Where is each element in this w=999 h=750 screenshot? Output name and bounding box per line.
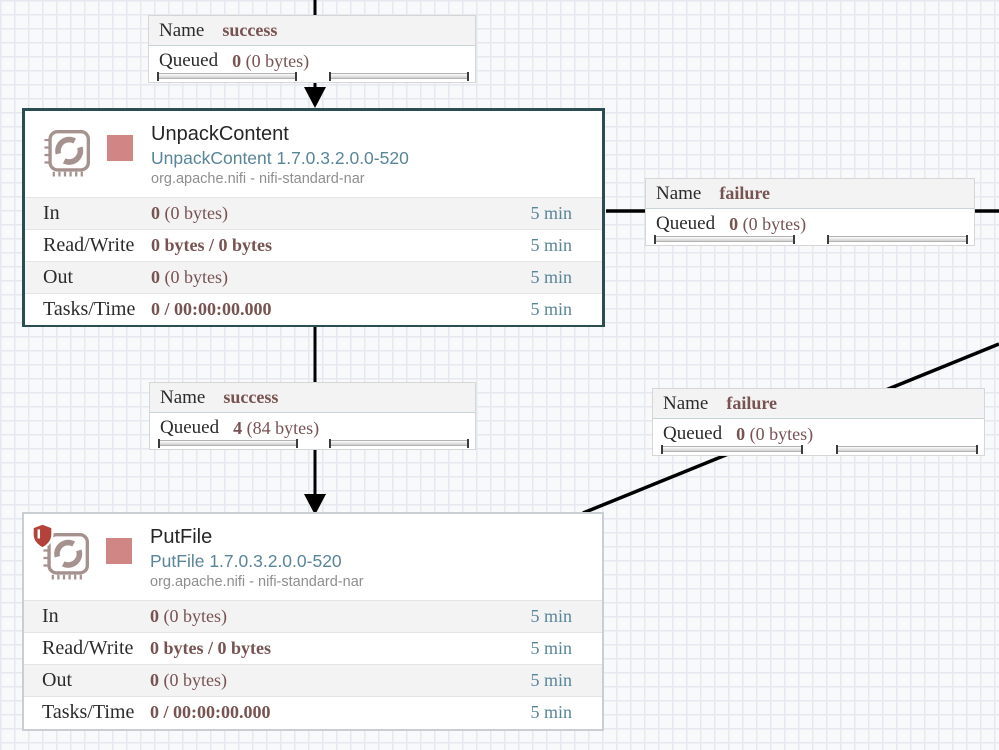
stat-value: 0 / 00:00:00.000 [151, 299, 272, 319]
connection-queued-value: 4 (84 bytes) [233, 417, 320, 438]
backpressure-data-bar [826, 235, 968, 244]
processor-chip-icon [36, 530, 92, 586]
arrowhead-icon [304, 494, 326, 515]
stat-value: 0 (0 bytes) [151, 267, 228, 287]
connection-name-key: Name [159, 19, 205, 41]
stat-window: 5 min [530, 235, 572, 255]
stat-label: Read/Write [43, 234, 135, 256]
stat-window: 5 min [530, 702, 572, 722]
stat-window: 5 min [530, 638, 572, 658]
stat-window: 5 min [530, 299, 572, 319]
stat-label: Out [43, 266, 73, 288]
connection-name-value: failure [726, 393, 778, 413]
stat-value: 0 (0 bytes) [151, 203, 228, 223]
run-status-stopped-icon [106, 538, 132, 564]
backpressure-data-bar [329, 439, 469, 448]
stat-window: 5 min [530, 267, 572, 287]
stat-value: 0 / 00:00:00.000 [150, 702, 271, 722]
backpressure-data-bar [835, 445, 978, 454]
connection-queued-key: Queued [160, 417, 220, 438]
processor-unpackcontent[interactable]: UnpackContent UnpackContent 1.7.0.3.2.0.… [22, 108, 605, 327]
connection-queued-key: Queued [159, 50, 219, 71]
stat-label: Tasks/Time [43, 298, 136, 320]
backpressure-data-bar [328, 72, 469, 81]
stat-label: In [42, 605, 59, 627]
connection-name-value: success [223, 387, 279, 407]
processor-header: PutFile PutFile 1.7.0.3.2.0.0-520 org.ap… [24, 514, 602, 600]
backpressure-object-bar [661, 445, 804, 454]
connection-queued-key: Queued [663, 423, 723, 444]
stat-label: Read/Write [42, 637, 134, 659]
processor-chip-icon [37, 127, 93, 183]
connection-label-failure-diagonal[interactable]: Name failure Queued 0 (0 bytes) [652, 388, 985, 456]
connection-label-failure-right[interactable]: Name failure Queued 0 (0 bytes) [645, 178, 975, 246]
processor-header: UnpackContent UnpackContent 1.7.0.3.2.0.… [25, 111, 602, 197]
connection-queued-value: 0 (0 bytes) [729, 213, 807, 234]
processor-bundle: org.apache.nifi - nifi-standard-nar [150, 574, 364, 590]
stat-value: 0 bytes / 0 bytes [150, 638, 271, 658]
stat-row-readwrite: Read/Write 0 bytes / 0 bytes 5 min [24, 632, 602, 664]
backpressure-object-bar [654, 235, 796, 244]
stat-row-readwrite: Read/Write 0 bytes / 0 bytes 5 min [25, 229, 602, 261]
stat-value: 0 (0 bytes) [150, 670, 227, 690]
stat-window: 5 min [530, 203, 572, 223]
connection-name-key: Name [656, 182, 702, 204]
stat-value: 0 (0 bytes) [150, 606, 227, 626]
connection-name-value: success [222, 20, 278, 40]
connection-queued-value: 0 (0 bytes) [736, 423, 814, 444]
stat-row-in: In 0 (0 bytes) 5 min [24, 600, 602, 632]
connection-queued-key: Queued [656, 213, 716, 234]
arrowhead-icon [304, 87, 326, 108]
processor-name: PutFile [150, 526, 213, 548]
backpressure-object-bar [157, 72, 298, 81]
backpressure-object-bar [158, 439, 298, 448]
stat-label: In [43, 202, 60, 224]
stat-window: 5 min [530, 670, 572, 690]
stat-row-out: Out 0 (0 bytes) 5 min [25, 261, 602, 293]
stat-window: 5 min [530, 606, 572, 626]
processor-type-version: UnpackContent 1.7.0.3.2.0.0-520 [151, 148, 409, 168]
stat-row-in: In 0 (0 bytes) 5 min [25, 197, 602, 229]
connection-name-value: failure [719, 183, 771, 203]
connection-label-success-mid[interactable]: Name success Queued 4 (84 bytes) [149, 382, 476, 450]
stat-value: 0 bytes / 0 bytes [151, 235, 272, 255]
processor-bundle: org.apache.nifi - nifi-standard-nar [151, 171, 365, 187]
processor-name: UnpackContent [151, 123, 289, 145]
stat-row-tasks: Tasks/Time 0 / 00:00:00.000 5 min [24, 696, 602, 728]
connection-name-key: Name [160, 386, 206, 408]
stat-label: Out [42, 669, 72, 691]
processor-type-version: PutFile 1.7.0.3.2.0.0-520 [150, 551, 342, 571]
connection-queued-value: 0 (0 bytes) [232, 50, 310, 71]
processor-putfile[interactable]: PutFile PutFile 1.7.0.3.2.0.0-520 org.ap… [22, 512, 604, 731]
stat-label: Tasks/Time [42, 701, 135, 723]
connection-label-success-top[interactable]: Name success Queued 0 (0 bytes) [148, 15, 476, 83]
run-status-stopped-icon [107, 135, 133, 161]
restricted-shield-icon [30, 522, 55, 550]
stat-row-tasks: Tasks/Time 0 / 00:00:00.000 5 min [25, 293, 602, 325]
stat-row-out: Out 0 (0 bytes) 5 min [24, 664, 602, 696]
connection-name-key: Name [663, 392, 709, 414]
